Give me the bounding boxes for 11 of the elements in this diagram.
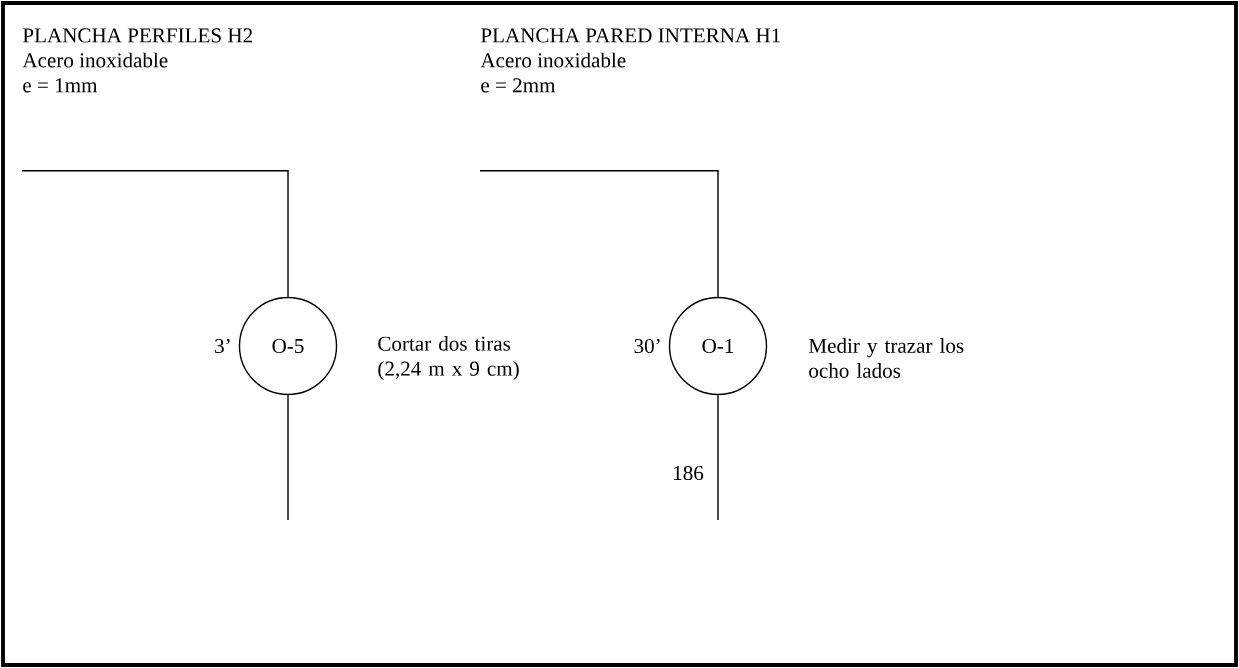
- flow-line: [287, 394, 289, 521]
- material-label: PLANCHA PARED INTERNA H1 Acero inoxidable e = 2mm: [480, 28, 780, 93]
- operation-description: Medir y trazar los ocho lados: [808, 338, 964, 378]
- flow-line: [479, 170, 719, 298]
- material-label: PLANCHA PERFILES H2 Acero inoxidable e = 1mm: [22, 28, 252, 93]
- flow-line: [21, 170, 289, 298]
- flow-line: [717, 394, 719, 521]
- duration-label: 30’: [634, 338, 660, 354]
- page-number: 186: [674, 465, 704, 481]
- duration-label: 3’: [215, 338, 230, 354]
- operation-description: Cortar dos tiras (2,24 m x 9 cm): [378, 335, 519, 381]
